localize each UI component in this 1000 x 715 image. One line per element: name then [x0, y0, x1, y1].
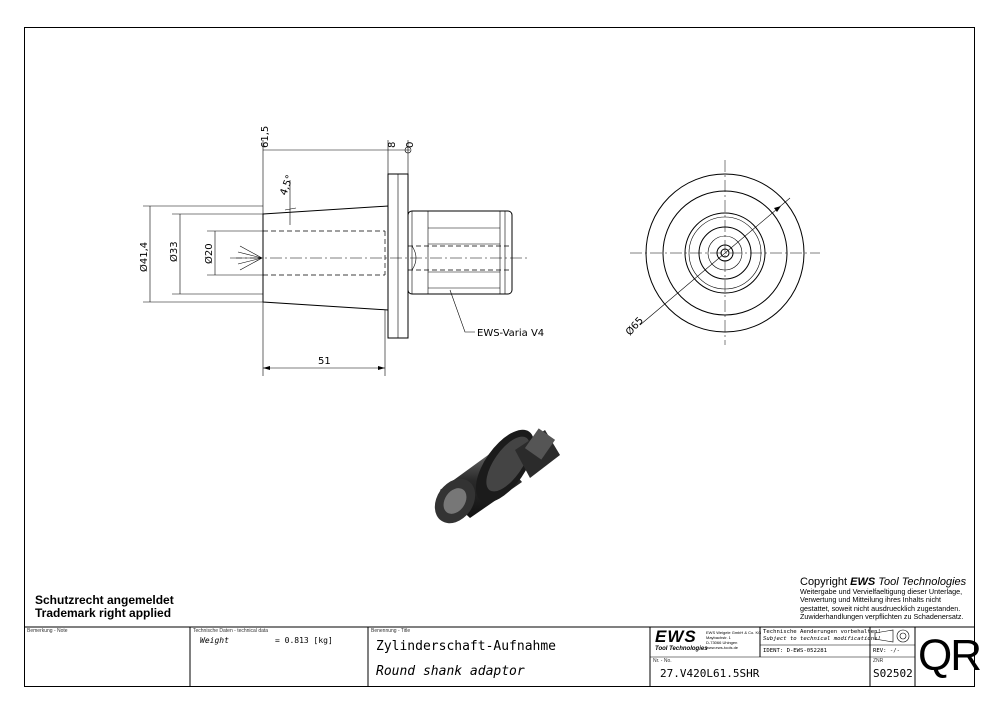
title-label: Benennung - Title	[371, 628, 411, 634]
isometric-render	[434, 428, 560, 524]
dim-shank-length: 51	[318, 356, 331, 367]
ews-logo-sub: Tool Technologies	[655, 646, 708, 652]
copyright-block: Copyright EWS Tool Technologies Weiterga…	[800, 576, 968, 621]
patent-line-en: Trademark right applied	[35, 606, 172, 620]
revision: REV: -/-	[873, 648, 900, 654]
interface-label: EWS-Varia V4	[477, 328, 544, 339]
dim-mid-diameter: Ø33	[168, 241, 180, 262]
note-field-label: Bemerkung - Note	[27, 628, 68, 634]
ews-logo: EWS	[655, 627, 697, 646]
copyright-line: Verwertung und Mitteilung ihres Inhalts …	[800, 595, 942, 605]
title-german: Zylinderschaft-Aufnahme	[376, 639, 557, 654]
tech-data-label: Technische Daten - technical data	[193, 628, 269, 634]
company-address: EWS Weigele GmbH & Co. KG Maybachstr. 1 …	[706, 630, 762, 650]
patent-line-de: Schutzrecht angemeldet	[35, 593, 174, 607]
flange-circle	[645, 173, 805, 333]
dim-total-length: 61,5	[260, 126, 271, 148]
drill-point-marks	[236, 245, 263, 271]
copyright-line: Weitergabe und Vervielfaeltigung dieser …	[800, 587, 963, 596]
part-number-label: Nr. - No.	[653, 658, 672, 664]
qr-mark: QR	[918, 631, 982, 680]
weight-value: = 0.813 [kg]	[275, 636, 333, 645]
dim-outer-diameter: Ø41,4	[138, 242, 150, 272]
dim-bore-diameter: Ø20	[203, 243, 215, 264]
side-view: 61,5 8 0 4,5° Ø41,4 Ø33 Ø20 51 EWS-Varia…	[138, 126, 544, 376]
drawing-sheet-border	[24, 27, 975, 687]
ident-number: IDENT: D-EWS-052281	[763, 648, 827, 654]
dim-datum: 0	[405, 142, 416, 148]
interface-body	[407, 210, 513, 295]
copyright-line: Zuwiderhandlungen verpflichten zu Schade…	[800, 611, 964, 621]
changes-note: Technische Aenderungen vorbehalten! Subj…	[763, 629, 881, 642]
title-english: Round shank adaptor	[376, 664, 525, 679]
part-number: 27.V420L61.5SHR	[660, 667, 760, 680]
front-view: Ø65	[623, 160, 820, 345]
drawing-number: S02502	[873, 667, 913, 680]
weight-label: Weight	[200, 636, 229, 645]
patent-note: Schutzrecht angemeldet Trademark right a…	[35, 594, 174, 620]
copyright-head: Copyright EWS Tool Technologies	[800, 576, 967, 588]
dim-flange-offset: 8	[387, 142, 398, 148]
interface-leader	[449, 289, 475, 333]
drawing-number-label: ZNR	[873, 658, 884, 664]
copyright-line: gestattet, soweit nicht ausdruecklich zu…	[800, 603, 961, 613]
